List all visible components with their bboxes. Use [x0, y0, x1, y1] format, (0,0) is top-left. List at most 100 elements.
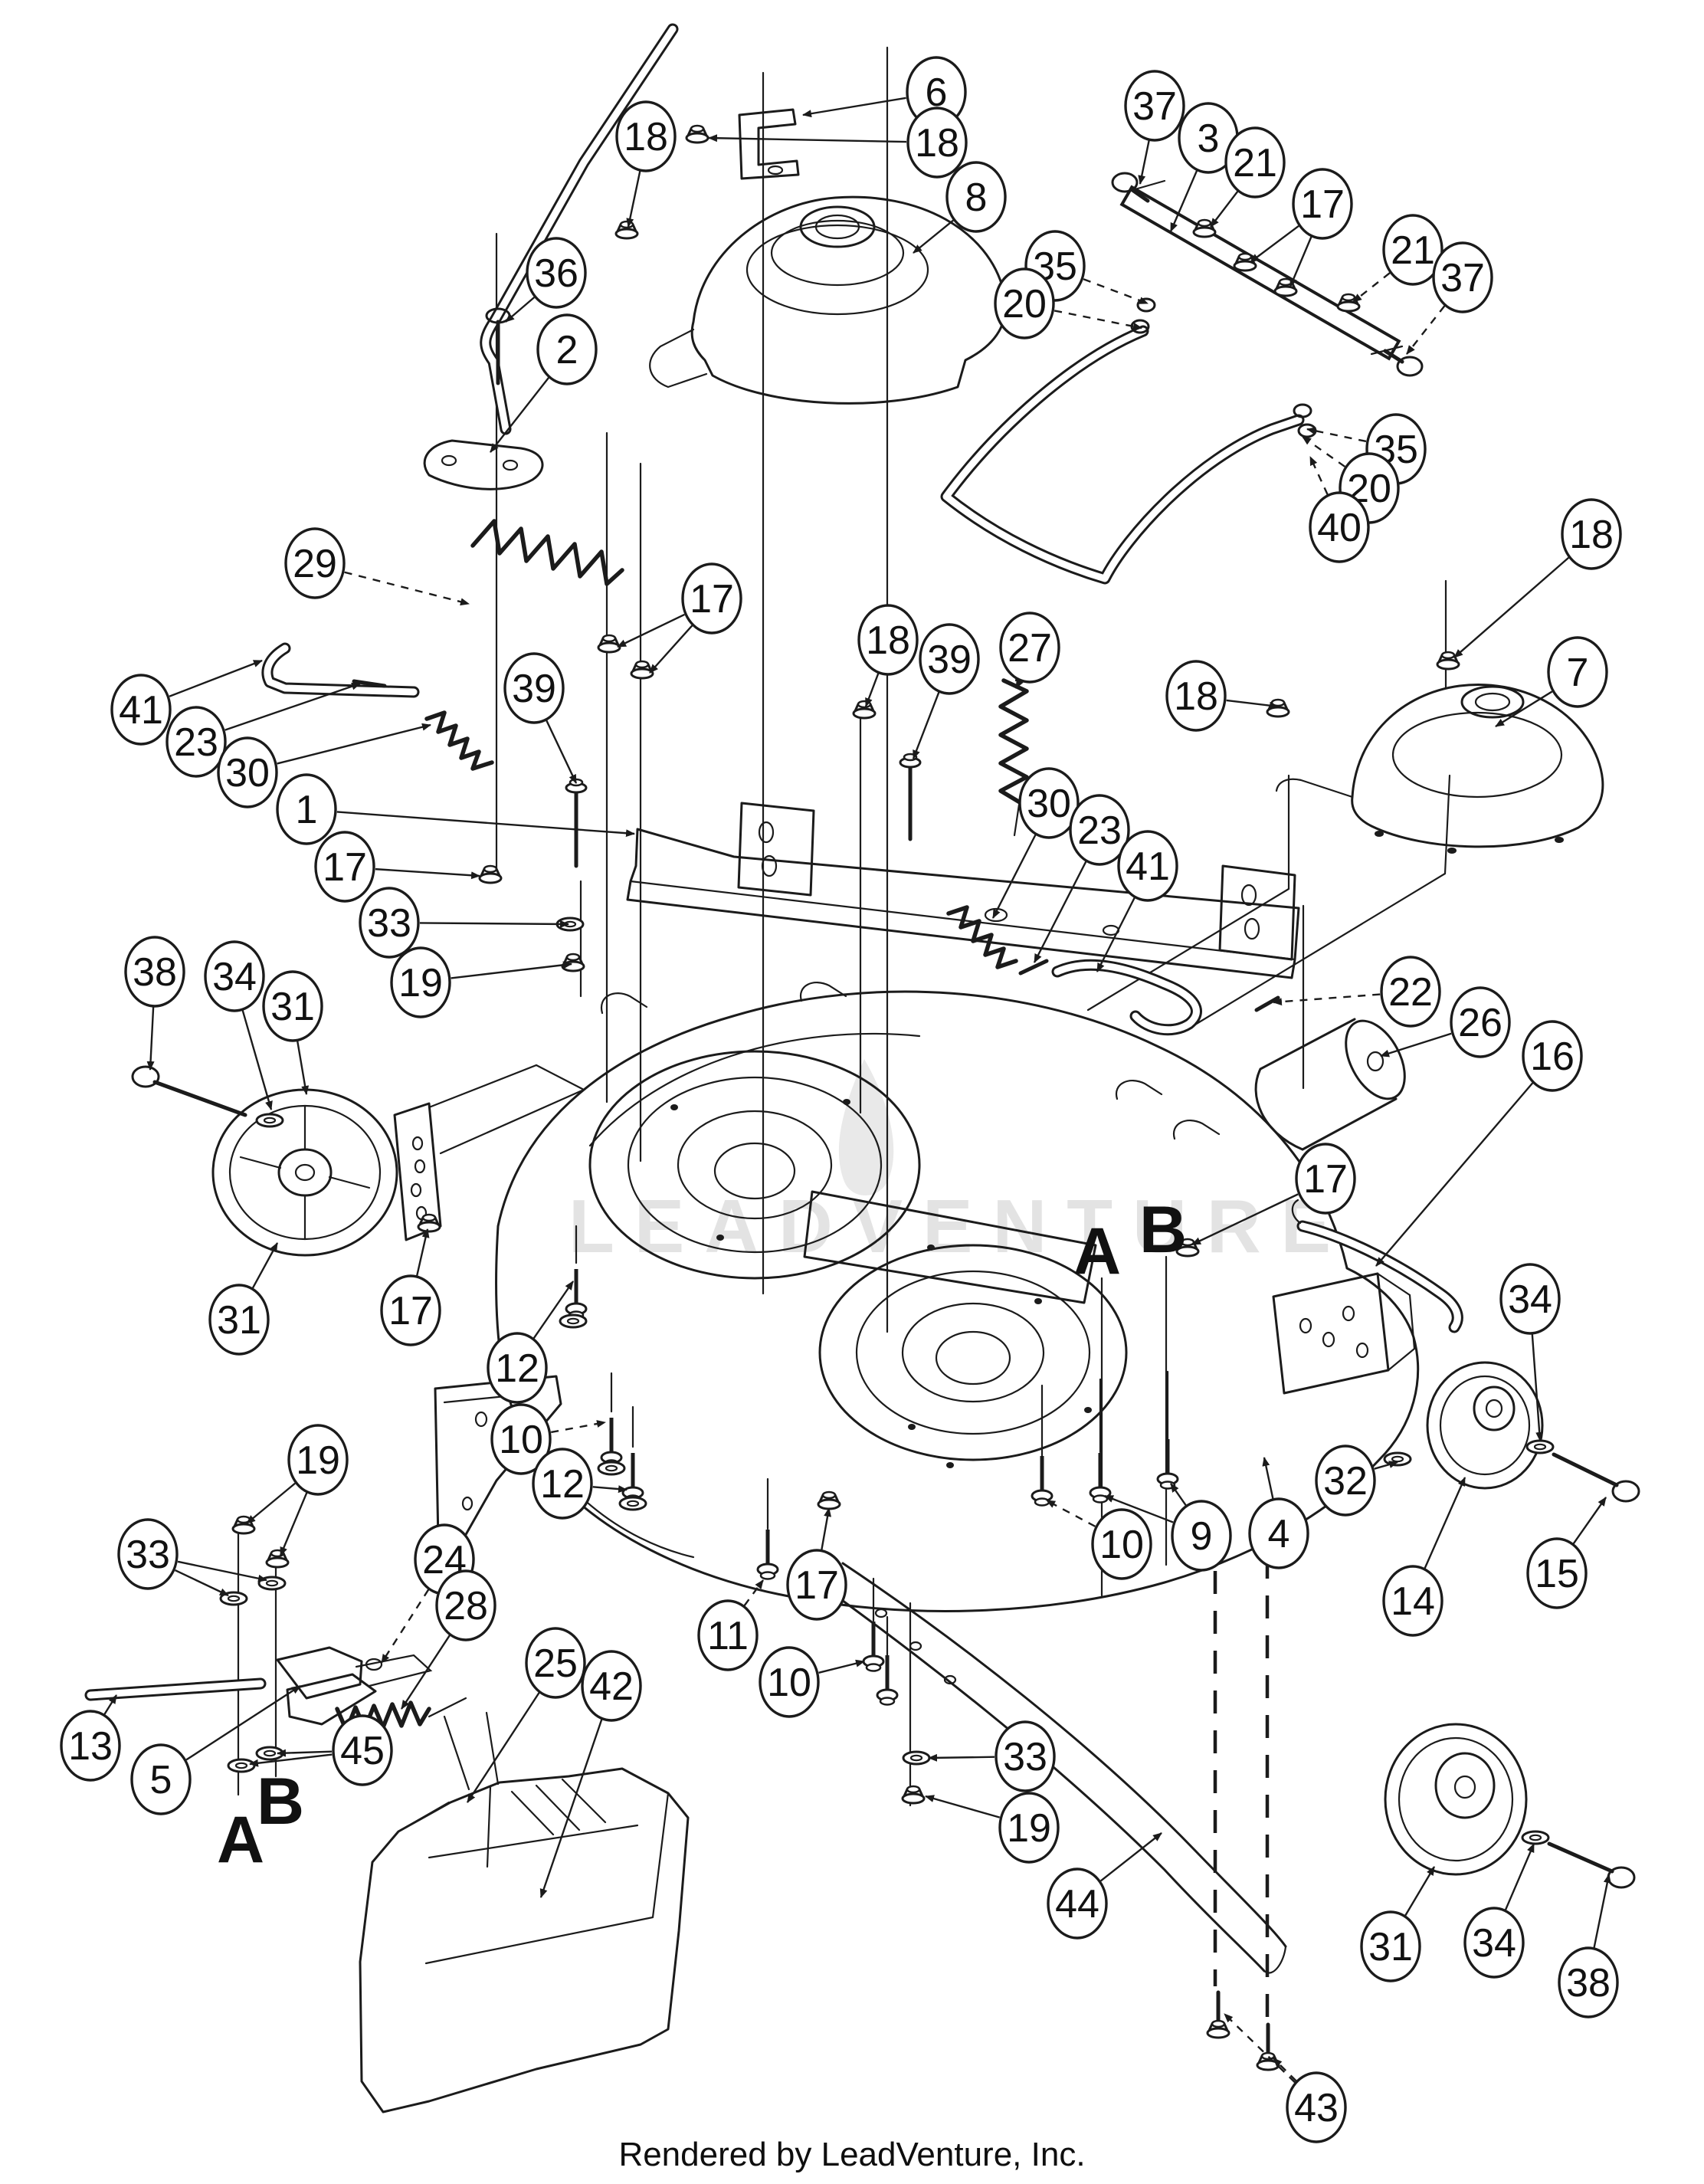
callout-balloon[interactable]: 38	[124, 936, 185, 1008]
leader-line	[1495, 690, 1553, 728]
callout-balloon[interactable]: 8	[945, 161, 1007, 233]
callout-balloon[interactable]: 33	[995, 1720, 1056, 1792]
callout-number: 30	[1027, 782, 1071, 826]
callout-balloon[interactable]: 18	[615, 100, 677, 172]
callout-balloon[interactable]: 31	[262, 970, 323, 1042]
callout-balloon[interactable]: 21	[1382, 214, 1443, 286]
callout-balloon[interactable]: 33	[359, 887, 420, 959]
callout-balloon[interactable]: 20	[994, 267, 1055, 339]
reference-letter: A	[217, 1803, 264, 1877]
callout-balloon[interactable]: 42	[581, 1650, 642, 1722]
callout-balloon[interactable]: 37	[1432, 241, 1493, 313]
callout-balloon[interactable]: 2	[536, 313, 598, 385]
callout-balloon[interactable]: 26	[1450, 986, 1511, 1058]
callout-balloon[interactable]: 13	[60, 1710, 121, 1782]
callout-balloon[interactable]: 9	[1171, 1500, 1232, 1572]
callout-balloon[interactable]: 40	[1309, 491, 1370, 563]
flange-nut-17	[478, 864, 503, 884]
callout-balloon[interactable]: 17	[681, 562, 742, 635]
callout-balloon[interactable]: 28	[435, 1569, 496, 1641]
callout-balloon[interactable]: 37	[1124, 70, 1185, 142]
callout-balloon[interactable]: 19	[998, 1792, 1060, 1864]
flange-nut-17	[597, 634, 621, 654]
leader-line	[1210, 191, 1239, 228]
callout-balloon[interactable]: 15	[1526, 1537, 1588, 1609]
callout-balloon[interactable]: 34	[204, 940, 265, 1012]
belt-cover-8	[649, 195, 1008, 405]
callout-number: 18	[866, 618, 910, 663]
callout-balloon[interactable]: 17	[380, 1274, 441, 1346]
callout-balloon[interactable]: 19	[390, 946, 451, 1018]
callout-balloon[interactable]: 23	[165, 706, 227, 778]
leader-line	[1226, 699, 1279, 710]
leader-line	[913, 219, 954, 254]
callout-balloon[interactable]: 41	[1117, 830, 1178, 902]
callout-balloon[interactable]: 34	[1463, 1907, 1525, 1979]
callout-balloon[interactable]: 43	[1286, 2071, 1347, 2143]
callout-balloon[interactable]: 32	[1315, 1445, 1376, 1517]
callout-balloon[interactable]: 7	[1547, 636, 1608, 708]
line-art	[84, 23, 1640, 2113]
lift-bracket-1	[555, 802, 1300, 979]
leader-line	[279, 1492, 308, 1556]
callout-balloon[interactable]: 19	[287, 1424, 349, 1496]
callout-balloon[interactable]: 44	[1047, 1868, 1108, 1940]
callout-balloon[interactable]: 41	[110, 674, 172, 746]
callout-balloon[interactable]: 1	[276, 773, 337, 845]
callout-balloon[interactable]: 10	[490, 1403, 552, 1475]
callout-number: 17	[1303, 1157, 1348, 1202]
mower-deck	[495, 982, 1420, 1612]
callout-balloon[interactable]: 39	[503, 652, 565, 724]
callout-balloon[interactable]: 14	[1382, 1565, 1443, 1637]
callout-balloon[interactable]: 17	[314, 831, 375, 903]
callout-number: 30	[225, 751, 270, 795]
callout-balloon[interactable]: 29	[284, 527, 346, 599]
callout-balloon[interactable]: 30	[217, 736, 278, 808]
callout-balloon[interactable]: 31	[1360, 1910, 1421, 1982]
spring-29	[470, 519, 624, 586]
callout-number: 13	[68, 1724, 113, 1769]
callout-balloon[interactable]: 17	[1292, 168, 1353, 240]
callout-balloon[interactable]: 12	[487, 1332, 548, 1404]
callout-balloon[interactable]: 39	[919, 623, 980, 695]
callout-balloon[interactable]: 18	[906, 107, 968, 179]
callout-number: 17	[1300, 182, 1345, 227]
callout-balloon[interactable]: 36	[526, 237, 587, 309]
callout-balloon[interactable]: 10	[1091, 1508, 1152, 1580]
leader-line	[277, 1749, 333, 1757]
callout-balloon[interactable]: 31	[208, 1284, 270, 1356]
leader-line	[1404, 1866, 1436, 1917]
callout-number: 29	[293, 542, 337, 586]
callout-balloon[interactable]: 34	[1499, 1263, 1561, 1335]
under-deck-bolts-right	[1032, 1439, 1280, 2071]
callout-balloon[interactable]: 25	[525, 1627, 586, 1699]
callout-balloon[interactable]: 33	[117, 1518, 179, 1590]
callout-balloon[interactable]: 38	[1558, 1946, 1619, 2018]
callout-balloon[interactable]: 27	[999, 612, 1060, 684]
callout-balloon[interactable]: 11	[697, 1599, 759, 1671]
callout-balloon[interactable]: 5	[130, 1743, 192, 1815]
leader-line	[241, 1010, 273, 1110]
callout-balloon[interactable]: 12	[532, 1448, 593, 1520]
callout-balloon[interactable]: 18	[857, 604, 919, 676]
callout-balloon[interactable]: 18	[1561, 498, 1622, 570]
callout-balloon[interactable]: 45	[332, 1714, 393, 1786]
callout-balloon[interactable]: 10	[759, 1646, 820, 1718]
callout-balloon[interactable]: 18	[1165, 660, 1227, 732]
callout-balloon[interactable]: 3	[1178, 102, 1239, 174]
callout-balloon[interactable]: 21	[1224, 126, 1286, 198]
callout-number: 42	[589, 1664, 634, 1709]
callout-balloon[interactable]: 23	[1069, 794, 1130, 866]
callout-balloon[interactable]: 22	[1380, 956, 1441, 1028]
callout-number: 38	[133, 950, 177, 995]
callout-number: 20	[1002, 282, 1047, 326]
lift-lever-2	[423, 23, 679, 490]
callout-number: 17	[323, 845, 367, 890]
callout-balloon[interactable]: 16	[1522, 1020, 1583, 1092]
callout-balloon[interactable]: 30	[1018, 767, 1080, 839]
callout-balloon[interactable]: 4	[1248, 1497, 1309, 1569]
shoulder-bolt-39	[566, 754, 920, 868]
support-arm-44	[811, 1562, 1287, 1974]
callout-balloon[interactable]: 17	[1295, 1143, 1356, 1215]
callout-balloon[interactable]: 17	[786, 1549, 847, 1621]
